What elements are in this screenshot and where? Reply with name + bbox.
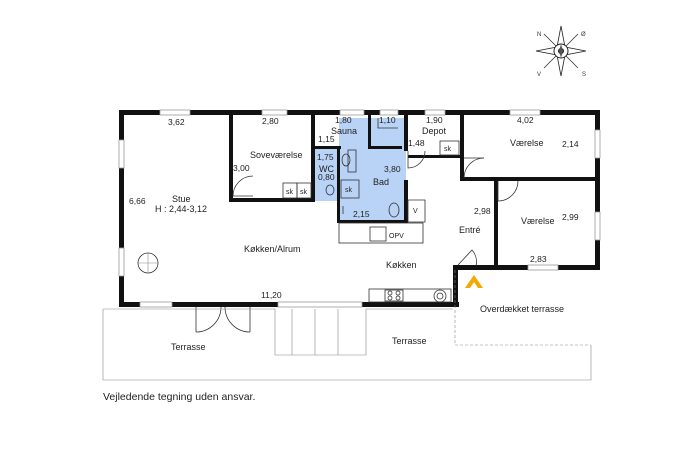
dimension-label: 0,80 bbox=[318, 172, 335, 182]
room-label-terrasse-2: Terrasse bbox=[392, 336, 427, 346]
room-label-stue-height: H : 2,44-3,12 bbox=[155, 204, 207, 214]
dimension-labels: 3,62 2,80 1,80 1,10 1,90 4,02 1,15 2,14 … bbox=[129, 115, 579, 300]
fixture-labels: sk sk sk sk V OPV bbox=[286, 146, 452, 240]
dimension-label: 1,10 bbox=[379, 115, 396, 125]
dimension-label: 2,14 bbox=[562, 139, 579, 149]
room-label-stue: Stue bbox=[172, 194, 191, 204]
dimension-label: 2,83 bbox=[530, 254, 547, 264]
dimension-label: 1,75 bbox=[317, 152, 334, 162]
compass-east: Ø bbox=[581, 32, 586, 38]
windows bbox=[118, 109, 601, 308]
dimension-label: 2,80 bbox=[262, 116, 279, 126]
dimension-label: 1,15 bbox=[318, 134, 335, 144]
dimension-label: 2,98 bbox=[474, 206, 491, 216]
room-label-terrasse-1: Terrasse bbox=[171, 342, 206, 352]
dimension-label: 3,62 bbox=[168, 117, 185, 127]
room-label-bad: Bad bbox=[373, 177, 389, 187]
room-label-vaerelse-2: Værelse bbox=[521, 216, 555, 226]
wardrobes bbox=[282, 140, 460, 199]
dimension-label: 1,48 bbox=[408, 138, 425, 148]
wardrobe-label: sk bbox=[444, 146, 452, 153]
dimension-label: 3,80 bbox=[384, 164, 401, 174]
bathroom-fixtures bbox=[325, 118, 400, 218]
room-label-overdaekket-terrasse: Overdækket terrasse bbox=[480, 304, 564, 314]
room-label-wc: WC bbox=[319, 164, 334, 174]
ventilation-label: V bbox=[413, 208, 418, 215]
dimension-label: 3,00 bbox=[233, 163, 250, 173]
compass-south: S bbox=[582, 72, 586, 78]
compass-west: V bbox=[537, 72, 541, 78]
room-label-koekken: Køkken bbox=[386, 260, 417, 270]
room-label-sovevaerelse: Soveværelse bbox=[250, 150, 303, 160]
room-label-entre: Entré bbox=[459, 225, 481, 235]
doors bbox=[195, 150, 519, 333]
dimension-label: 1,90 bbox=[426, 115, 443, 125]
room-label-koekken-alrum: Køkken/Alrum bbox=[244, 244, 301, 254]
disclaimer-caption: Vejledende tegning uden ansvar. bbox=[103, 391, 256, 403]
room-label-vaerelse-1: Værelse bbox=[510, 138, 544, 148]
wardrobe-label: sk bbox=[300, 189, 308, 196]
terraces bbox=[102, 270, 592, 381]
dishwasher-label: OPV bbox=[389, 233, 404, 240]
dimension-label: 2,99 bbox=[562, 212, 579, 222]
interior-walls bbox=[229, 115, 598, 270]
compass-rose-icon: N Ø S V bbox=[535, 25, 587, 78]
dimension-label: 6,66 bbox=[129, 196, 146, 206]
wardrobe-label: sk bbox=[345, 187, 353, 194]
dimension-label: 11,20 bbox=[261, 290, 282, 300]
wardrobe-label: sk bbox=[286, 189, 294, 196]
compass-north: N bbox=[537, 32, 541, 38]
entrance-marker-icon bbox=[465, 275, 483, 288]
room-label-depot: Depot bbox=[422, 126, 447, 136]
dimension-label: 4,02 bbox=[517, 115, 534, 125]
dimension-label: 2,15 bbox=[353, 209, 370, 219]
room-label-sauna: Sauna bbox=[331, 126, 357, 136]
kitchen-fixtures bbox=[137, 199, 452, 303]
dimension-label: 1,80 bbox=[335, 115, 352, 125]
room-labels: Stue H : 2,44-3,12 Soveværelse Sauna WC … bbox=[155, 126, 564, 352]
bathroom-area bbox=[315, 118, 406, 221]
